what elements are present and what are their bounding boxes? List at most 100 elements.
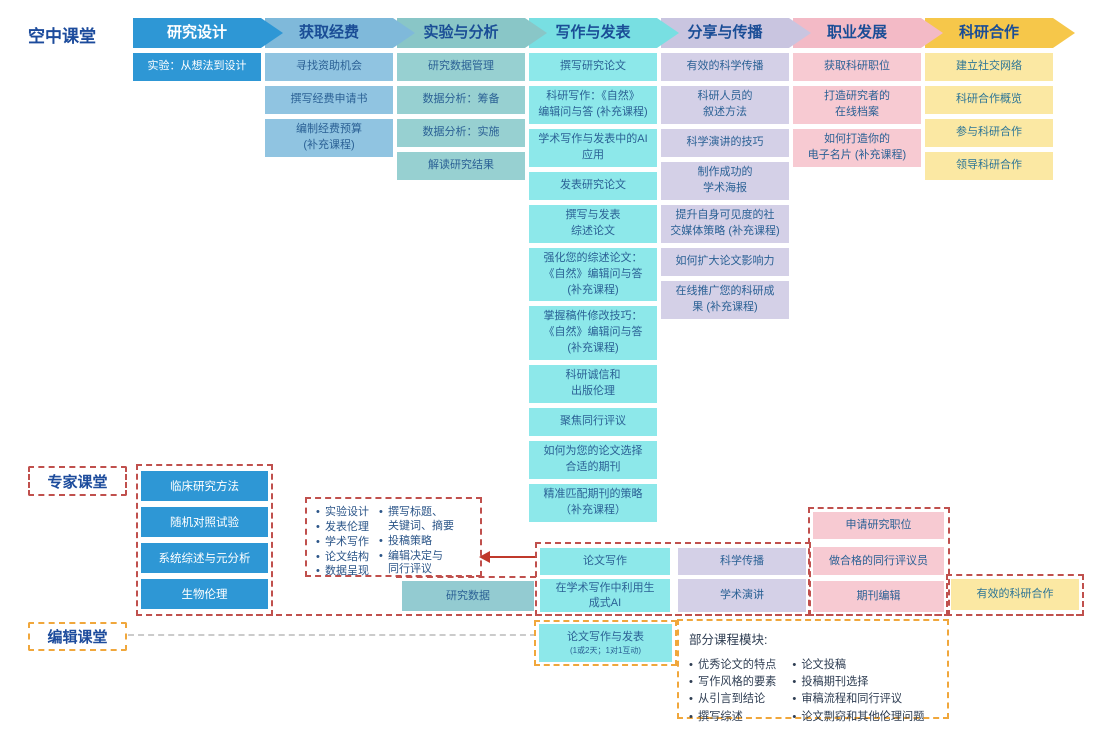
stage-column-career-development: 获取科研职位 打造研究者的 在线档案 如何打造你的 电子名片 (补充课程) xyxy=(793,53,921,167)
course-box: 撰写与发表 综述论文 xyxy=(529,204,657,243)
course-box: 数据分析：筹备 xyxy=(397,86,525,114)
stage-column-research-design: 实验：从想法到设计 xyxy=(133,53,261,81)
course-box: 期刊编辑 xyxy=(813,581,944,612)
stage-header-career-development: 职业发展 xyxy=(793,18,943,48)
editor-course-title: 论文写作与发表 xyxy=(567,630,644,643)
course-box: 编制经费预算 (补充课程) xyxy=(265,119,393,157)
topic-bullet: 学术写作 xyxy=(316,536,369,550)
stage-column-sharing-communication: 有效的科学传播 科研人员的 叙述方法 科学演讲的技巧 制作成功的 学术海报 提升… xyxy=(661,53,789,319)
course-box: 系统综述与元分析 xyxy=(141,543,268,573)
course-modules-box: 部分课程模块: 优秀论文的特点 写作风格的要素 从引言到结论 撰写综述 论文投稿… xyxy=(677,619,949,725)
expert-classroom-label: 专家课堂 xyxy=(28,466,127,496)
modules-right-column: 论文投稿 投稿期刊选择 审稿流程和同行评议 论文剽窃和其他伦理问题 xyxy=(792,657,924,726)
arrow-line xyxy=(489,556,537,558)
topic-bullet: 数据呈现 xyxy=(316,565,369,579)
modules-title: 部分课程模块: xyxy=(689,633,768,647)
research-data-frame-line xyxy=(396,576,536,578)
modules-columns: 优秀论文的特点 写作风格的要素 从引言到结论 撰写综述 论文投稿 投稿期刊选择 … xyxy=(689,657,937,726)
course-box: 申请研究职位 xyxy=(813,512,944,539)
stage-header-label: 分享与传播 xyxy=(687,24,763,41)
course-box: 有效的科研合作 xyxy=(951,579,1079,610)
course-box: 如何为您的论文选择 合适的期刊 xyxy=(529,441,657,479)
editor-course-subtitle: (1或2天；1对1互动) xyxy=(569,645,642,655)
topic-bullet: 发表伦理 xyxy=(316,521,369,535)
course-box: 制作成功的 学术海报 xyxy=(661,161,789,200)
arrow-left-icon xyxy=(479,551,490,563)
paper-writing-topics-box: 实验设计 发表伦理 学术写作 论文结构 数据呈现 撰写标题、 关键词、摘要 投稿… xyxy=(305,497,482,579)
course-box: 解读研究结果 xyxy=(397,152,525,180)
course-box: 生物伦理 xyxy=(141,579,268,609)
stage-header-label: 研究设计 xyxy=(166,24,227,41)
stage-header-funding: 获取经费 xyxy=(265,18,415,48)
topic-bullet: 编辑决定与 同行评议 xyxy=(379,550,454,578)
editor-dashed-connector-line xyxy=(128,634,536,636)
course-box: 学术演讲 xyxy=(678,579,806,612)
course-box: 建立社交网络 xyxy=(925,53,1053,81)
course-box: 寻找资助机会 xyxy=(265,53,393,81)
stage-header-research-collaboration: 科研合作 xyxy=(925,18,1075,48)
expert-bottom-dashed-line xyxy=(136,614,1082,616)
course-box: 撰写经费申请书 xyxy=(265,86,393,114)
course-box: 科研人员的 叙述方法 xyxy=(661,86,789,124)
course-box: 数据分析：实施 xyxy=(397,119,525,147)
course-box: 如何扩大论文影响力 xyxy=(661,247,789,276)
modules-left-column: 优秀论文的特点 写作风格的要素 从引言到结论 撰写综述 xyxy=(689,657,776,726)
course-box: 实验：从想法到设计 xyxy=(133,53,261,81)
module-bullet: 从引言到结论 xyxy=(689,691,776,707)
course-box: 科研诚信和 出版伦理 xyxy=(529,365,657,404)
course-box: 随机对照试验 xyxy=(141,507,268,537)
stage-header-research-design: 研究设计 xyxy=(133,18,283,48)
course-box: 临床研究方法 xyxy=(141,471,268,501)
course-box: 做合格的同行评议员 xyxy=(813,547,944,575)
stage-header-experiment-analysis: 实验与分析 xyxy=(397,18,547,48)
module-bullet: 审稿流程和同行评议 xyxy=(792,691,924,707)
course-box: 科研写作：《自然》 编辑问与答 (补充课程) xyxy=(529,86,657,124)
course-box: 论文写作 xyxy=(540,548,670,575)
stage-column-writing-publishing: 撰写研究论文 科研写作：《自然》 编辑问与答 (补充课程) 学术写作与发表中的A… xyxy=(529,53,657,522)
module-bullet: 论文投稿 xyxy=(792,657,924,673)
course-box: 打造研究者的 在线档案 xyxy=(793,86,921,124)
stage-header-label: 获取经费 xyxy=(298,24,359,41)
stage-header-label: 科研合作 xyxy=(958,24,1019,41)
course-box: 在学术写作中利用生 成式AI xyxy=(540,579,670,612)
course-box: 科研合作概览 xyxy=(925,86,1053,114)
course-box: 科学演讲的技巧 xyxy=(661,128,789,157)
stage-column-experiment-analysis: 研究数据管理 数据分析：筹备 数据分析：实施 解读研究结果 xyxy=(397,53,525,180)
course-box: 强化您的综述论文： 《自然》编辑问与答 (补充课程) xyxy=(529,247,657,302)
module-bullet: 写作风格的要素 xyxy=(689,674,776,690)
expert-courses-frame: 临床研究方法 随机对照试验 系统综述与元分析 生物伦理 xyxy=(136,464,273,616)
topic-bullet: 撰写标题、 关键词、摘要 xyxy=(379,506,454,534)
topic-bullet: 论文结构 xyxy=(316,551,369,565)
module-bullet: 投稿期刊选择 xyxy=(792,674,924,690)
course-box: 获取科研职位 xyxy=(793,53,921,81)
course-box: 科学传播 xyxy=(678,548,806,575)
course-box: 聚焦同行评议 xyxy=(529,408,657,437)
course-box: 掌握稿件修改技巧： 《自然》编辑问与答 (补充课程) xyxy=(529,306,657,361)
course-box: 撰写研究论文 xyxy=(529,53,657,81)
module-bullet: 论文剽窃和其他伦理问题 xyxy=(792,709,924,725)
module-bullet: 撰写综述 xyxy=(689,709,776,725)
topic-bullet: 投稿策略 xyxy=(379,535,454,549)
stage-header-writing-publishing: 写作与发表 xyxy=(529,18,679,48)
topic-bullet: 实验设计 xyxy=(316,506,369,520)
course-box: 参与科研合作 xyxy=(925,119,1053,147)
course-box: 提升自身可见度的社 交媒体策略 (补充课程) xyxy=(661,204,789,243)
editor-classroom-label: 编辑课堂 xyxy=(28,622,127,651)
air-classroom-label: 空中课堂 xyxy=(28,27,96,46)
topics-right-column: 撰写标题、 关键词、摘要 投稿策略 编辑决定与 同行评议 xyxy=(379,506,454,575)
course-box: 精准匹配期刊的策略 （补充课程） xyxy=(529,484,657,522)
stage-header-label: 职业发展 xyxy=(826,24,887,41)
stage-header-label: 实验与分析 xyxy=(423,24,499,41)
course-box: 在线推广您的科研成 果 (补充课程) xyxy=(661,280,789,319)
stage-header-label: 写作与发表 xyxy=(555,24,631,41)
course-box: 学术写作与发表中的AI 应用 xyxy=(529,128,657,167)
course-box: 发表研究论文 xyxy=(529,171,657,200)
course-box: 研究数据 xyxy=(402,581,534,611)
topics-left-column: 实验设计 发表伦理 学术写作 论文结构 数据呈现 xyxy=(316,506,369,579)
stage-header-sharing-communication: 分享与传播 xyxy=(661,18,811,48)
stage-column-research-collaboration: 建立社交网络 科研合作概览 参与科研合作 领导科研合作 xyxy=(925,53,1053,180)
course-box: 论文写作与发表 (1或2天；1对1互动) xyxy=(539,624,672,662)
stage-column-funding: 寻找资助机会 撰写经费申请书 编制经费预算 (补充课程) xyxy=(265,53,393,157)
editor-course-frame xyxy=(534,620,677,666)
